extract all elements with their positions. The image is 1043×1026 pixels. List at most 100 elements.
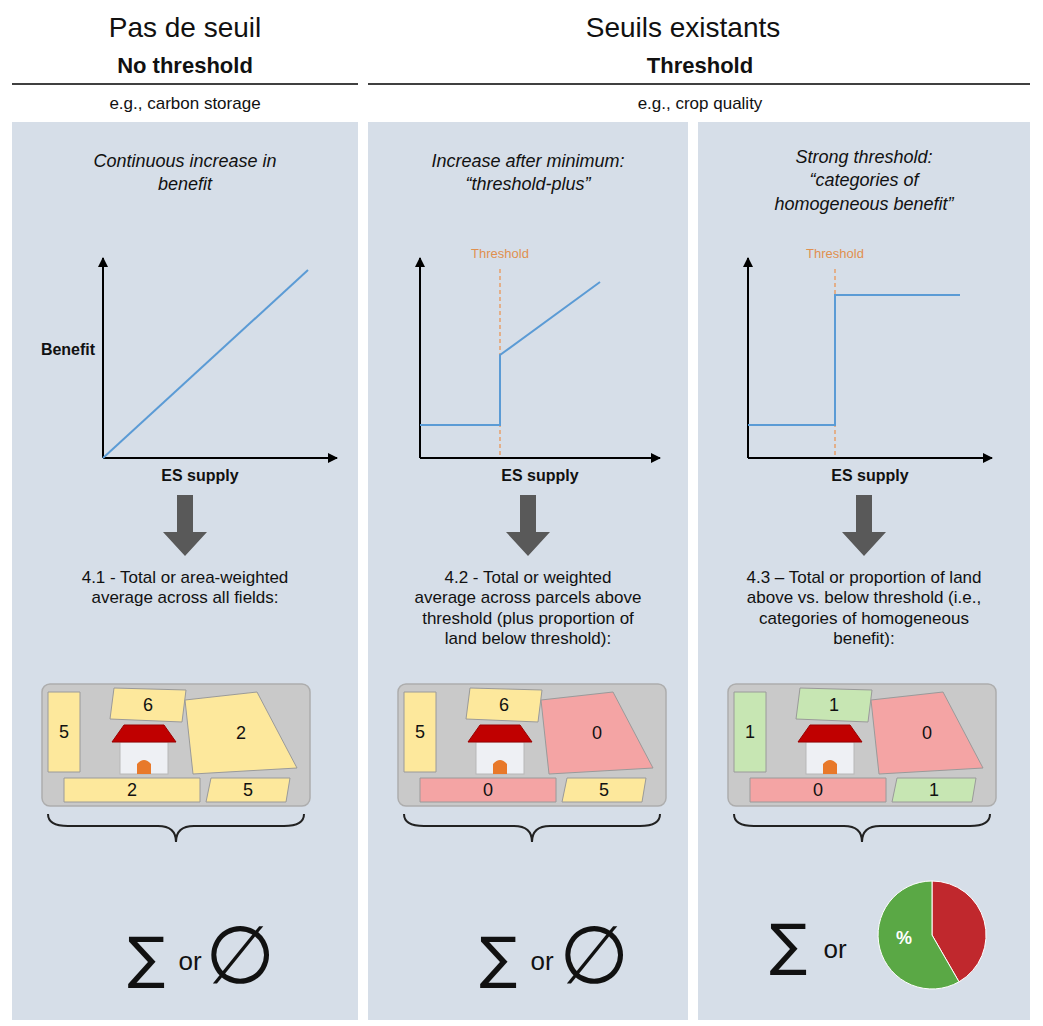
- sum-symbol: ∑: [479, 926, 517, 990]
- x-axis: [420, 457, 660, 459]
- label-slot: %: [896, 928, 912, 949]
- label-slot: or: [823, 935, 846, 965]
- label-slot: ES supply: [161, 467, 238, 485]
- example-note: e.g., crop quality: [638, 94, 763, 114]
- axis-label: ES supply: [161, 467, 238, 485]
- parcel-value: 1: [929, 781, 939, 799]
- farm-ground: [728, 684, 996, 806]
- method-panel: Continuous increase in benefit4.1 - Tota…: [12, 122, 358, 1020]
- curly-bracket: [404, 814, 660, 842]
- panel-subtitle: Increase after minimum: “threshold-plus”: [398, 150, 658, 197]
- farm-ground: [42, 684, 310, 806]
- farm-house: [112, 725, 176, 774]
- column-title: Seuils existants: [586, 12, 781, 44]
- label-slot: or: [530, 947, 553, 977]
- label-slot: ∑: [769, 913, 807, 977]
- text-slot: Increase after minimum: “threshold-plus”: [398, 150, 658, 197]
- method-text: 4.3 – Total or proportion of land above …: [739, 568, 989, 650]
- label-slot: e.g., crop quality: [638, 94, 763, 114]
- header-rule: [368, 83, 1030, 85]
- threshold-label: Threshold: [471, 247, 529, 262]
- parcel-fill: [734, 692, 766, 772]
- parcel-field: 0: [541, 692, 653, 774]
- label-slot: Benefit: [41, 341, 95, 359]
- parcel-value: 2: [127, 781, 137, 799]
- benefit-curve: [103, 270, 308, 458]
- label-slot: ∅: [559, 910, 629, 1002]
- parcel-fill: [796, 688, 872, 722]
- or-word: or: [823, 935, 846, 965]
- label-slot: ∑: [127, 926, 165, 990]
- parcel-value: 5: [59, 723, 69, 741]
- farm-house: [798, 725, 862, 774]
- example-note: e.g., carbon storage: [109, 94, 260, 114]
- label-slot: Threshold: [647, 53, 753, 78]
- label-slot: Threshold: [471, 247, 529, 262]
- parcel-fill: [871, 692, 983, 774]
- parcel-field: 5: [404, 692, 436, 772]
- farm-house: [468, 725, 532, 774]
- parcel-field: 1: [734, 692, 766, 772]
- parcel-value: 6: [143, 696, 153, 714]
- parcel-field: 5: [48, 692, 80, 772]
- parcel-fill: [110, 688, 186, 722]
- parcel-field: 1: [892, 778, 976, 802]
- parcel-fill: [562, 778, 646, 802]
- farm-ground: [398, 684, 666, 806]
- parcel-fill: [185, 692, 297, 774]
- text-slot: 4.3 – Total or proportion of land above …: [739, 568, 989, 650]
- parcel-field: 1: [796, 688, 872, 722]
- parcel-fill: [404, 692, 436, 772]
- label-slot: e.g., carbon storage: [109, 94, 260, 114]
- x-axis: [103, 457, 337, 459]
- label-slot: No threshold: [117, 53, 253, 78]
- parcel-field: 2: [185, 692, 297, 774]
- sum-symbol: ∑: [769, 913, 807, 977]
- label-slot: Threshold: [806, 247, 864, 262]
- sum-symbol: ∑: [127, 926, 165, 990]
- parcel-value: 2: [236, 724, 246, 742]
- axis-label: ES supply: [831, 467, 908, 485]
- curly-bracket: [48, 814, 304, 842]
- y-axis: [102, 258, 104, 458]
- parcel-fill: [64, 778, 200, 802]
- parcel-value: 5: [415, 723, 425, 741]
- y-axis: [419, 258, 421, 458]
- column-heading: Threshold: [647, 53, 753, 78]
- method-panel: Strong threshold: “categories of homogen…: [698, 122, 1030, 1020]
- method-panel: Increase after minimum: “threshold-plus”…: [368, 122, 688, 1020]
- method-text: 4.2 - Total or weighted average across p…: [413, 568, 643, 650]
- method-text: 4.1 - Total or area-weighted average acr…: [65, 568, 305, 609]
- parcel-fill: [750, 778, 886, 802]
- parcel-value: 6: [499, 696, 509, 714]
- x-axis: [748, 457, 992, 459]
- text-slot: 4.2 - Total or weighted average across p…: [413, 568, 643, 650]
- parcel-value: 5: [243, 781, 253, 799]
- parcel-value: 0: [813, 781, 823, 799]
- percent-label: %: [896, 928, 912, 949]
- parcel-fill: [48, 692, 80, 772]
- down-arrow: [163, 495, 207, 556]
- pie-slice: [878, 881, 959, 989]
- axis-label: ES supply: [501, 467, 578, 485]
- parcel-field: 0: [871, 692, 983, 774]
- average-symbol: ∅: [205, 910, 275, 1002]
- parcel-value: 1: [829, 696, 839, 714]
- benefit-curve: [748, 295, 960, 425]
- average-symbol: ∅: [559, 910, 629, 1002]
- parcel-fill: [420, 778, 556, 802]
- parcel-value: 1: [745, 723, 755, 741]
- label-slot: or: [178, 947, 201, 977]
- axis-label: Benefit: [41, 341, 95, 359]
- header-rule: [12, 83, 358, 85]
- parcel-field: 6: [110, 688, 186, 722]
- label-slot: Seuils existants: [586, 12, 781, 44]
- column-heading: No threshold: [117, 53, 253, 78]
- parcel-value: 0: [592, 724, 602, 742]
- label-slot: ES supply: [831, 467, 908, 485]
- parcel-fill: [466, 688, 542, 722]
- benefit-curve: [420, 282, 600, 425]
- parcel-field: 5: [206, 778, 290, 802]
- or-word: or: [178, 947, 201, 977]
- label-slot: Pas de seuil: [109, 12, 262, 44]
